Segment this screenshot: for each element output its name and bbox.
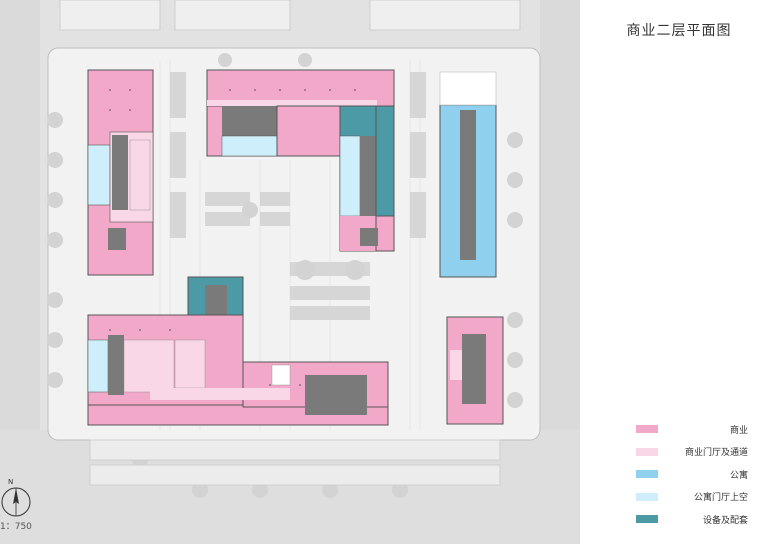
legend-swatch-equipment: [636, 515, 658, 524]
legend-label-apt-void: 公寓门厅上空: [693, 493, 748, 504]
legend-label-equipment: 设备及配套: [702, 515, 748, 526]
legend-item-commercial: 商业: [636, 418, 748, 441]
page-title: 商业二层平面图: [626, 23, 732, 39]
legend-label-commercial: 商业: [729, 425, 748, 436]
legend-label-lobby: 商业门厅及通道: [684, 448, 748, 459]
legend-item-apartment: 公寓: [636, 463, 748, 486]
scale-label: 1：750: [0, 522, 32, 532]
north-arrow: N: [0, 478, 36, 522]
legend-item-equipment: 设备及配套: [636, 508, 748, 531]
legend-swatch-apt-void: [636, 492, 658, 501]
legend-label-apartment: 公寓: [729, 470, 748, 481]
legend-swatch-commercial: [636, 425, 658, 434]
legend-swatch-apartment: [636, 470, 658, 479]
legend: 商业 商业门厅及通道 公寓 公寓门厅上空 设备及配套: [636, 418, 748, 531]
floor-plan-drawing: [47, 0, 541, 498]
north-label: N: [8, 478, 13, 486]
legend-swatch-lobby: [636, 447, 658, 456]
legend-item-apt-void: 公寓门厅上空: [636, 486, 748, 509]
legend-item-lobby: 商业门厅及通道: [636, 441, 748, 464]
site-plan: [0, 0, 580, 544]
